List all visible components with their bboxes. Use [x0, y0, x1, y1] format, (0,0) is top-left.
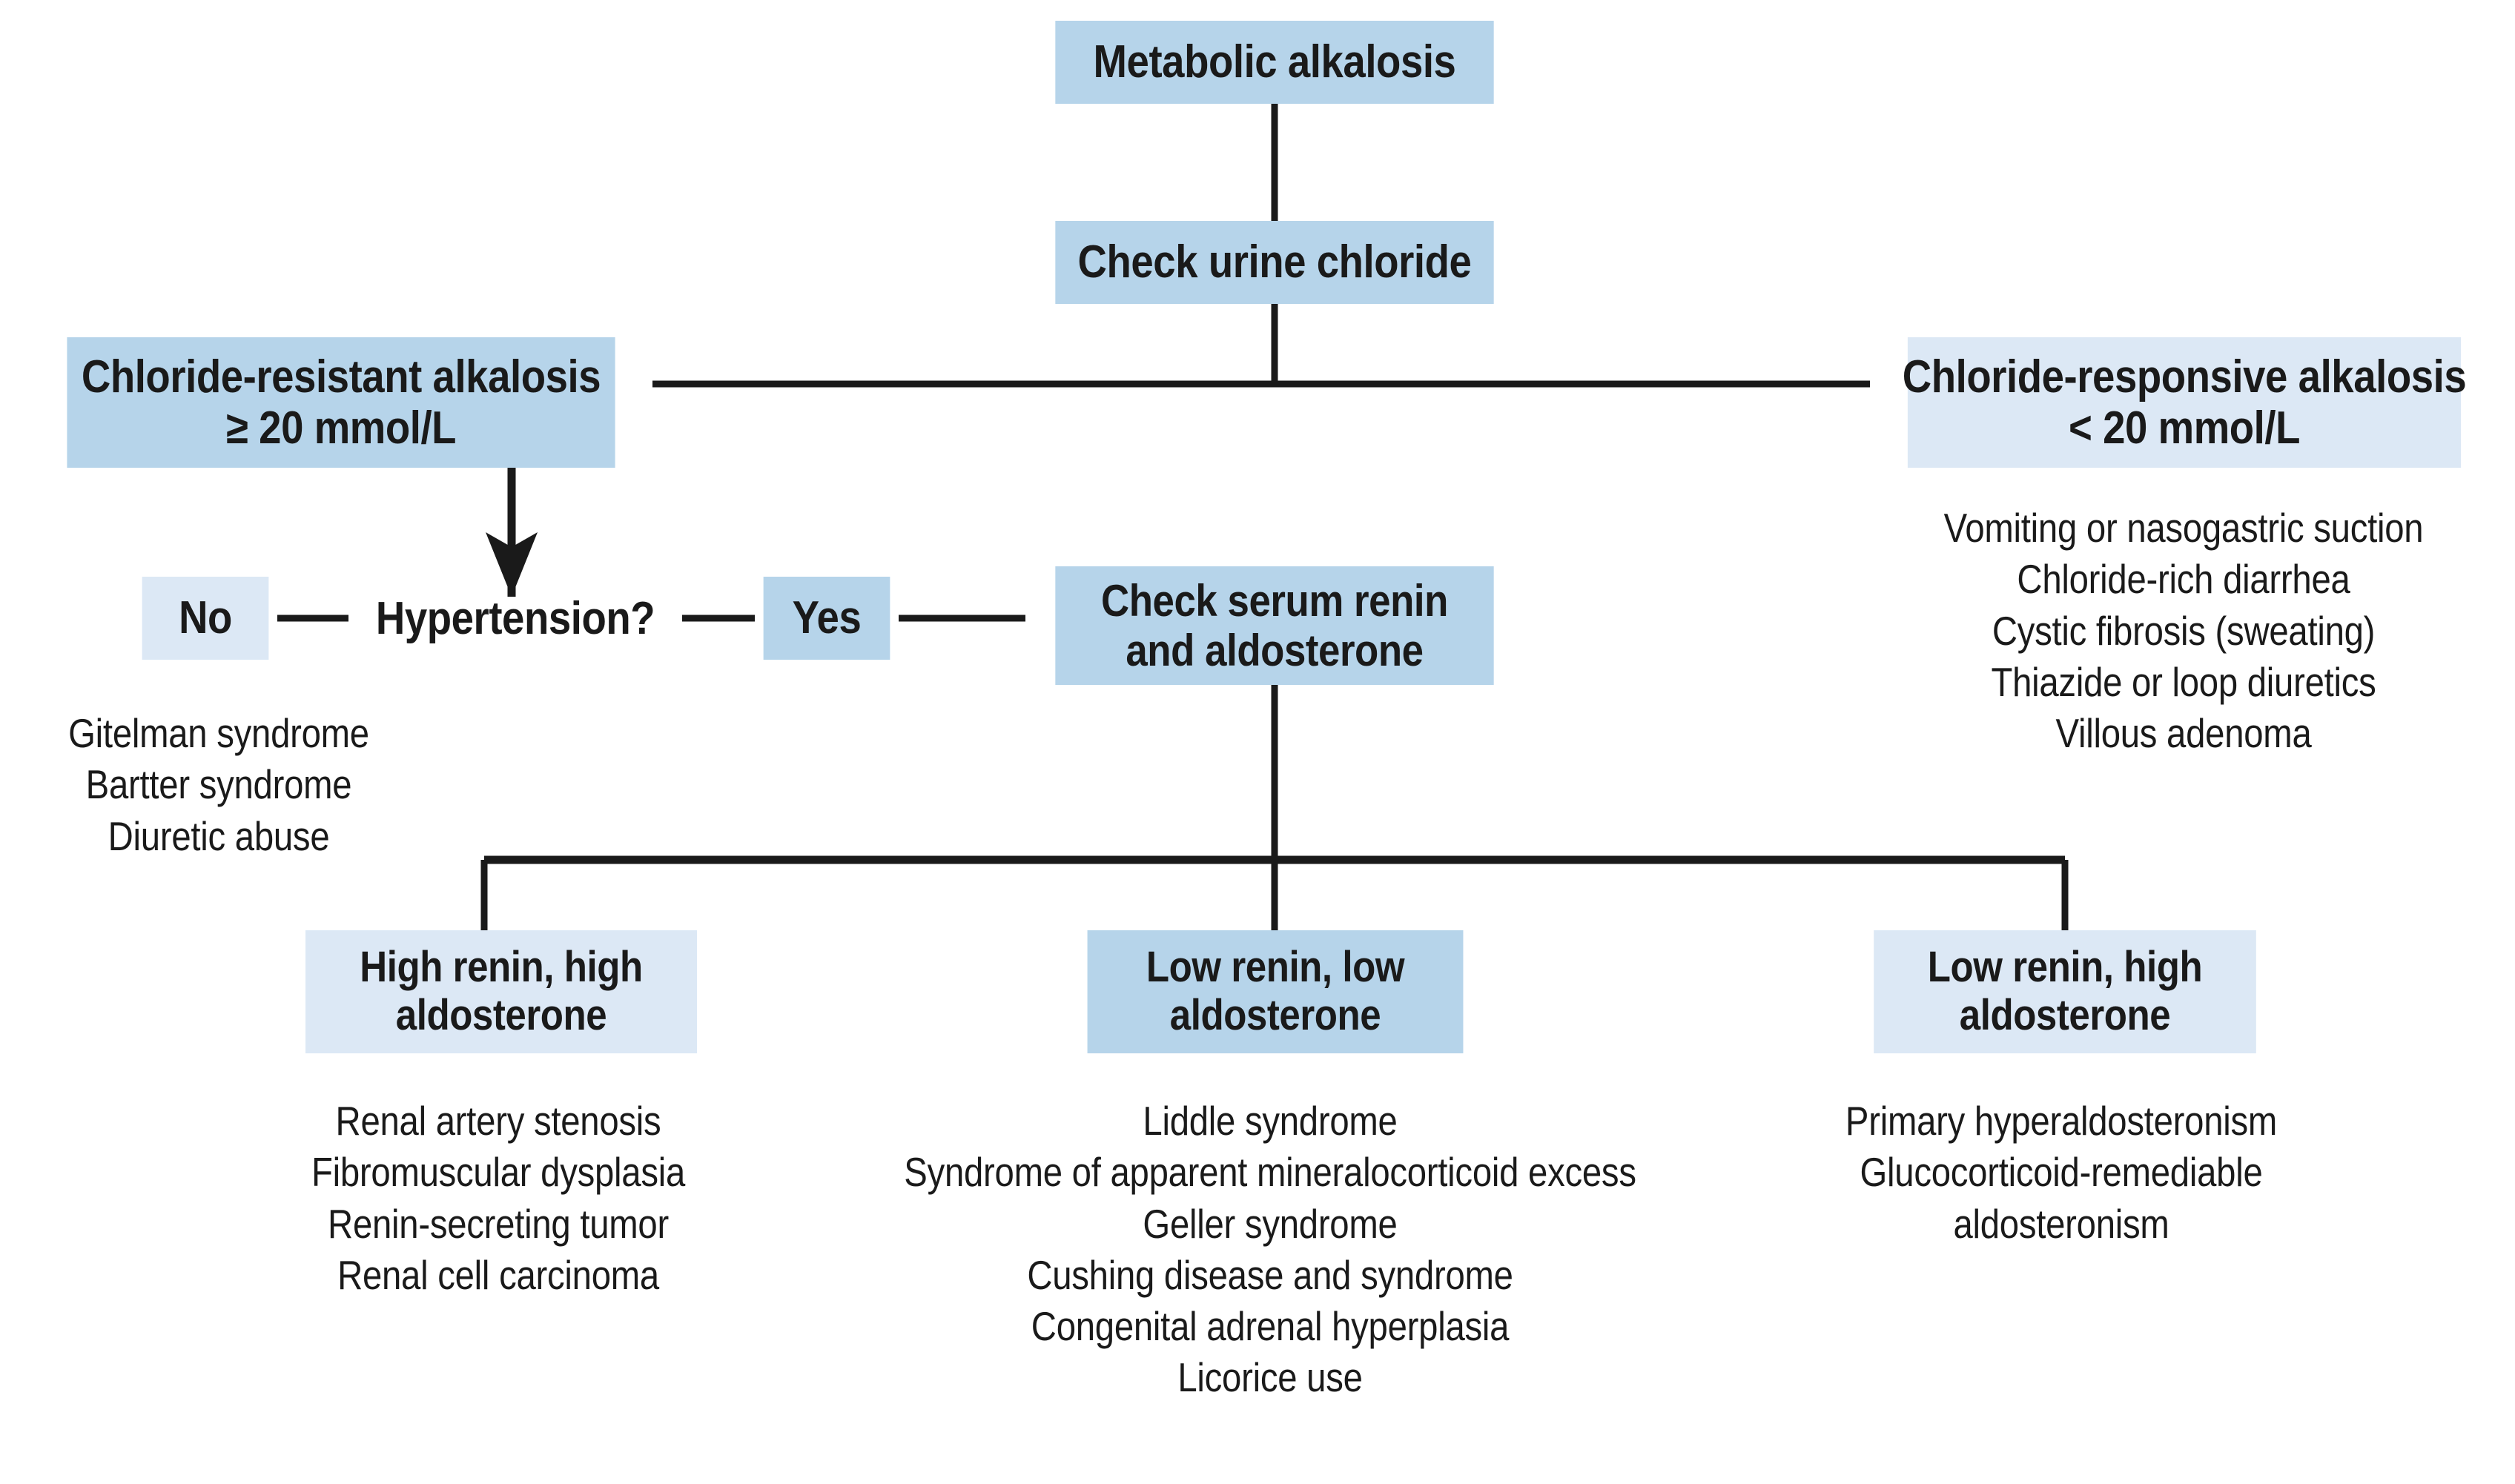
node-chloride-resistant-alkalosis[interactable]: Chloride-resistant alkalosis ≥ 20 mmol/L: [67, 337, 615, 468]
node-chloride-responsive-alkalosis[interactable]: Chloride-responsive alkalosis < 20 mmol/…: [1903, 337, 2467, 468]
list-low-renin-high-aldosterone-causes: Primary hyperaldosteronism Glucocorticoi…: [1806, 1096, 2316, 1250]
list-item: Congenital adrenal hyperplasia: [1031, 1303, 1510, 1350]
node-chloride-resistant-line1: Chloride-resistant alkalosis: [81, 351, 601, 403]
node-low-renin-high-aldosterone-line1: Low renin, high: [1927, 943, 2203, 992]
list-low-renin-low-aldosterone-causes: Liddle syndrome Syndrome of apparent min…: [846, 1096, 1694, 1404]
node-high-renin-high-aldosterone[interactable]: High renin, high aldosterone: [305, 930, 697, 1053]
node-check-urine-chloride[interactable]: Check urine chloride: [1055, 221, 1494, 304]
list-item: Syndrome of apparent mineralocorticoid e…: [904, 1149, 1636, 1196]
node-metabolic-alkalosis-line1: Metabolic alkalosis: [1093, 36, 1456, 88]
list-item: Renal artery stenosis: [335, 1098, 661, 1144]
node-high-renin-high-aldosterone-line2: aldosterone: [395, 991, 607, 1039]
node-low-renin-high-aldosterone-line2: aldosterone: [1959, 991, 2171, 1039]
node-low-renin-low-aldosterone-line2: aldosterone: [1169, 991, 1381, 1039]
node-check-serum-renin-line2: and aldosterone: [1126, 626, 1424, 675]
list-item: Renal cell carcinoma: [337, 1251, 659, 1298]
list-item: Cystic fibrosis (sweating): [1992, 607, 2376, 654]
list-item: Primary hyperaldosteronism: [1845, 1098, 2278, 1144]
list-item: Cushing disease and syndrome: [1027, 1251, 1513, 1298]
node-answer-yes-label: Yes: [792, 592, 862, 644]
list-item: Vomiting or nasogastric suction: [1943, 505, 2424, 551]
node-low-renin-high-aldosterone[interactable]: Low renin, high aldosterone: [1874, 930, 2256, 1053]
list-item: Villous adenoma: [2055, 710, 2312, 757]
list-no-hypertension-causes: Gitelman syndrome Bartter syndrome Diure…: [37, 708, 400, 862]
list-chloride-responsive-causes: Vomiting or nasogastric suction Chloride…: [1887, 503, 2480, 759]
node-metabolic-alkalosis[interactable]: Metabolic alkalosis: [1055, 21, 1494, 104]
node-check-serum-renin-and-aldosterone[interactable]: Check serum renin and aldosterone: [1055, 566, 1494, 685]
node-answer-no-label: No: [179, 592, 232, 644]
list-item: Renin-secreting tumor: [328, 1200, 669, 1247]
node-high-renin-high-aldosterone-line1: High renin, high: [360, 943, 643, 992]
list-item: Bartter syndrome: [85, 761, 352, 808]
node-chloride-responsive-line1: Chloride-responsive alkalosis: [1902, 351, 2467, 403]
node-low-renin-low-aldosterone-line1: Low renin, low: [1146, 943, 1405, 992]
node-answer-no[interactable]: No: [142, 577, 269, 660]
list-item: Chloride-rich diarrhea: [2017, 556, 2350, 603]
node-check-urine-chloride-line1: Check urine chloride: [1077, 236, 1472, 288]
list-item: Gitelman syndrome: [68, 710, 369, 756]
node-chloride-responsive-line2: < 20 mmol/L: [2068, 403, 2301, 454]
node-chloride-resistant-line2: ≥ 20 mmol/L: [225, 403, 457, 454]
list-item: Liddle syndrome: [1143, 1098, 1398, 1144]
node-answer-yes[interactable]: Yes: [763, 577, 890, 660]
label-hypertension-question-text: Hypertension?: [375, 592, 655, 644]
list-item: Glucocorticoid-remediable: [1860, 1149, 2263, 1196]
node-check-serum-renin-line1: Check serum renin: [1101, 575, 1448, 626]
list-item: Fibromuscular dysplasia: [311, 1149, 686, 1196]
list-high-renin-high-aldosterone-causes: Renal artery stenosis Fibromuscular dysp…: [261, 1096, 736, 1301]
node-low-renin-low-aldosterone[interactable]: Low renin, low aldosterone: [1087, 930, 1464, 1053]
list-item: Thiazide or loop diuretics: [1991, 658, 2376, 705]
label-hypertension-question: Hypertension?: [369, 577, 662, 660]
list-item: aldosteronism: [1953, 1200, 2169, 1247]
list-item: Diuretic abuse: [108, 812, 330, 859]
list-item: Licorice use: [1177, 1354, 1363, 1401]
list-item: Geller syndrome: [1143, 1200, 1398, 1247]
